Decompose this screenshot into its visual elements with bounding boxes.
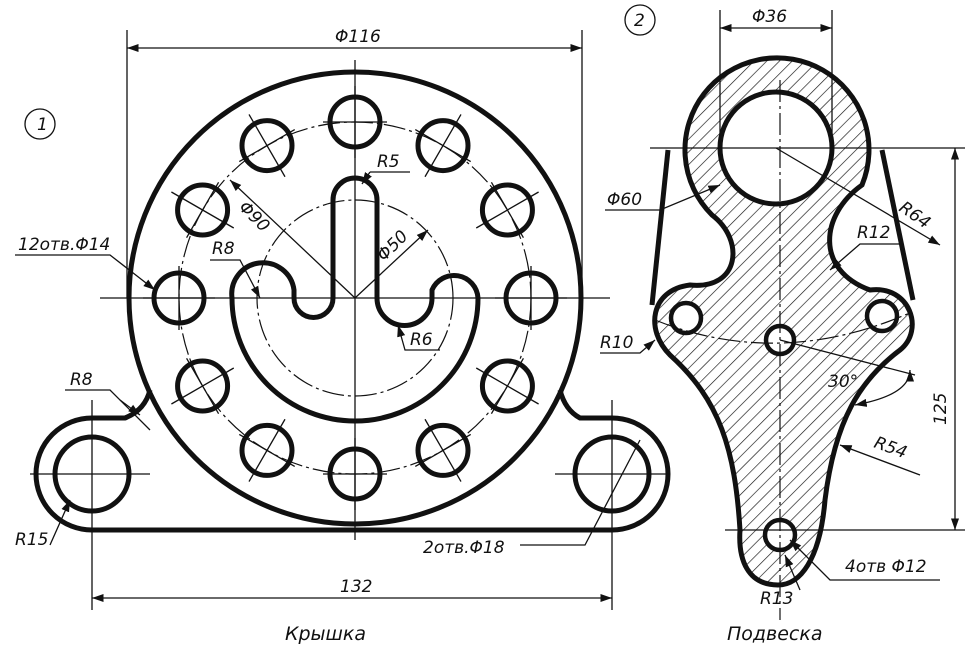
bolt-hole: [239, 422, 295, 478]
dim-fillet-outer: R8: [70, 370, 93, 390]
dim-lobe-radius: R10: [600, 333, 633, 353]
hole-centerline: [186, 357, 220, 415]
dim-height: 125: [931, 393, 951, 425]
dim-slot-radius: R5: [377, 152, 400, 172]
bolt-hole: [239, 118, 295, 174]
dim-overall-width: 132: [340, 577, 372, 597]
part-1-cover: 1 Φ116 Φ90 12отв.Φ14 Φ50 R5 R8 R6 R8 R15…: [15, 27, 671, 645]
dim-angle: 30°: [828, 372, 858, 392]
dim-hole-diameter: Φ36: [752, 7, 787, 27]
dim-ear-holes: 2отв.Φ18: [423, 538, 505, 558]
dim-ear-radius: R15: [15, 530, 48, 550]
hole-left: [668, 300, 704, 336]
hole-centerline: [490, 181, 524, 239]
dim-bottom-radius: R13: [760, 589, 793, 609]
part-2-hanger: 2 Φ36 Φ60 R64 R12 R10 30° 125 R54 4отв Φ…: [600, 4, 965, 645]
dim-ring-diameter: Φ60: [607, 190, 642, 210]
dim-arc-radius: R64: [895, 198, 934, 234]
dim-holes: 12отв.Φ14: [18, 235, 110, 255]
bolt-hole: [175, 358, 231, 414]
part-2-number: 2: [634, 11, 645, 31]
hole-centerline: [238, 433, 296, 467]
dim-small-holes: 4отв Φ12: [845, 557, 927, 577]
hole-right: [864, 298, 900, 334]
bolt-hole: [479, 358, 535, 414]
part-1-number: 1: [37, 115, 48, 135]
dim-fillet-inner: R8: [212, 239, 235, 259]
hole-centerline: [238, 129, 296, 163]
part-2-caption: Подвеска: [727, 623, 823, 645]
dim-bolt-circle: Φ90: [234, 197, 273, 236]
hole-centerline: [414, 433, 472, 467]
hole-centerline: [414, 129, 472, 163]
dim-fillet-small: R6: [410, 330, 433, 350]
bolt-hole: [479, 182, 535, 238]
bolt-hole: [175, 182, 231, 238]
hole-centerline: [186, 181, 220, 239]
dim-outer-diameter: Φ116: [335, 27, 381, 47]
bolt-holes: [143, 86, 567, 510]
dim-notch-radius: R12: [857, 223, 890, 243]
slot-cutout: [229, 175, 481, 424]
part-1-caption: Крышка: [285, 623, 366, 645]
hole-centerline: [490, 357, 524, 415]
bolt-hole: [415, 118, 471, 174]
bolt-hole: [415, 422, 471, 478]
